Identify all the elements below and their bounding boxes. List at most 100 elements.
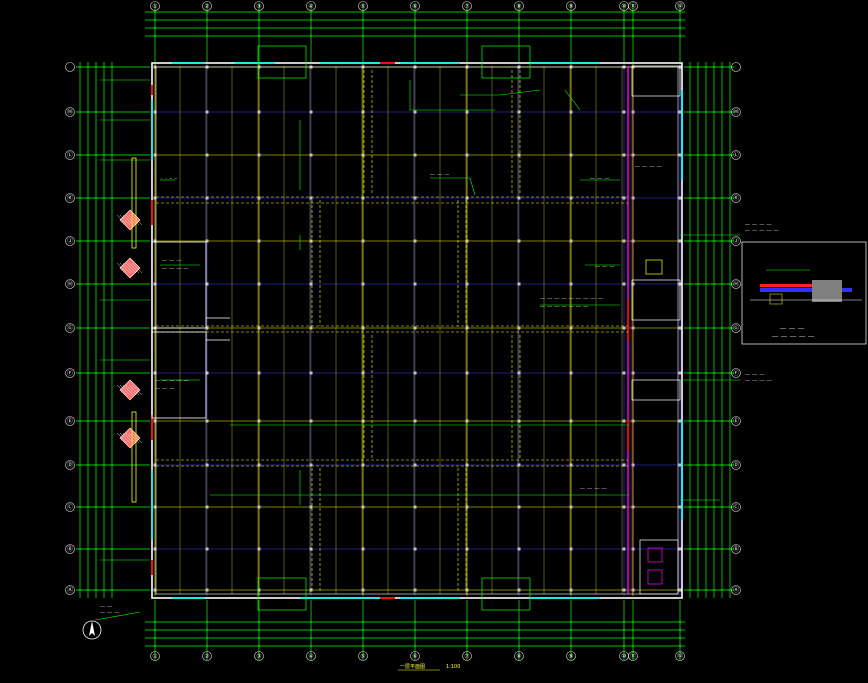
column-marker bbox=[205, 326, 209, 330]
axis-bubble bbox=[202, 651, 212, 661]
axis-bubble bbox=[358, 1, 368, 11]
axis-bubble bbox=[410, 651, 420, 661]
column-marker bbox=[205, 196, 209, 200]
column-marker bbox=[517, 588, 521, 592]
column-marker bbox=[678, 326, 682, 330]
column-marker bbox=[622, 196, 626, 200]
axis-bubble bbox=[514, 651, 524, 661]
column-marker bbox=[678, 505, 682, 509]
drawing-title-block: 一层平面图 1:100 bbox=[398, 664, 460, 671]
column-marker bbox=[257, 463, 261, 467]
axis-bubble bbox=[731, 544, 741, 554]
column-axis-label: ② bbox=[204, 653, 209, 660]
axis-bubble bbox=[731, 107, 741, 117]
column-marker bbox=[257, 153, 261, 157]
column-marker bbox=[465, 282, 469, 286]
svg-text:── ── ── ──: ── ── ── ── bbox=[579, 486, 607, 491]
column-marker bbox=[413, 419, 417, 423]
svg-text:── ── ──: ── ── ── bbox=[154, 386, 175, 391]
axis-bubble bbox=[65, 323, 75, 333]
column-axis-label: ④ bbox=[308, 653, 313, 660]
svg-text:── ── ──: ── ── ── bbox=[429, 172, 450, 177]
doors bbox=[151, 62, 629, 599]
column-axis-label: ③ bbox=[256, 653, 261, 660]
stair-boxes bbox=[257, 45, 531, 611]
column-marker bbox=[569, 282, 573, 286]
column-marker bbox=[257, 505, 261, 509]
column-marker bbox=[517, 326, 521, 330]
column-marker bbox=[309, 196, 313, 200]
column-marker bbox=[153, 196, 157, 200]
column-axis-label: ⑥ bbox=[412, 653, 417, 660]
axis-bubble bbox=[65, 460, 75, 470]
column-axis-label: ⑩ bbox=[621, 3, 626, 10]
column-marker bbox=[631, 196, 635, 200]
svg-text:── ── ──: ── ── ── bbox=[779, 326, 805, 332]
axis-bubble bbox=[462, 1, 472, 11]
column-marker bbox=[413, 239, 417, 243]
hatched-column-icon bbox=[116, 209, 143, 449]
column-marker bbox=[413, 110, 417, 114]
column-axis-label: ① bbox=[152, 653, 157, 660]
column-axis-label: ⑫ bbox=[677, 652, 683, 660]
structural-grid bbox=[153, 64, 682, 596]
column-marker bbox=[631, 153, 635, 157]
column-marker bbox=[153, 239, 157, 243]
column-marker bbox=[465, 547, 469, 551]
column-axis-label: ⑨ bbox=[568, 3, 573, 10]
column-marker bbox=[517, 547, 521, 551]
column-marker bbox=[205, 547, 209, 551]
svg-text:── ── ──: ── ── ── bbox=[99, 610, 120, 615]
column-marker bbox=[622, 371, 626, 375]
axis-bubble bbox=[65, 502, 75, 512]
axis-bubble bbox=[675, 651, 685, 661]
column-marker bbox=[361, 196, 365, 200]
column-marker bbox=[569, 239, 573, 243]
column-marker bbox=[517, 239, 521, 243]
row-axis-label: Ⓖ bbox=[733, 324, 739, 332]
column-marker bbox=[631, 463, 635, 467]
column-marker bbox=[465, 326, 469, 330]
column-marker bbox=[205, 463, 209, 467]
column-marker bbox=[622, 239, 626, 243]
column-marker bbox=[678, 239, 682, 243]
column-marker bbox=[631, 588, 635, 592]
column-marker bbox=[517, 153, 521, 157]
column-marker bbox=[413, 505, 417, 509]
row-axis-label: Ⓙ bbox=[67, 237, 73, 245]
column-marker bbox=[153, 505, 157, 509]
axis-bubble bbox=[65, 544, 75, 554]
axis-bubble bbox=[65, 193, 75, 203]
column-axis-label: ⑫ bbox=[677, 2, 683, 10]
axis-bubble bbox=[65, 368, 75, 378]
row-axis-label: Ⓔ bbox=[733, 417, 739, 425]
column-axis-label: ⑤ bbox=[360, 653, 365, 660]
column-marker bbox=[361, 419, 365, 423]
column-marker bbox=[257, 588, 261, 592]
column-marker bbox=[622, 153, 626, 157]
column-marker bbox=[465, 419, 469, 423]
row-axis-label: Ⓕ bbox=[733, 369, 739, 377]
svg-text:── ── ── ── ──: ── ── ── ── ── bbox=[744, 228, 779, 233]
axis-bubble bbox=[150, 1, 160, 11]
column-axis-label: ⑦ bbox=[464, 3, 469, 10]
column-marker bbox=[678, 547, 682, 551]
row-axis-label: Ⓚ bbox=[67, 194, 73, 202]
column-marker bbox=[631, 110, 635, 114]
axis-bubble bbox=[65, 416, 75, 426]
axis-bubble bbox=[65, 107, 75, 117]
column-marker bbox=[413, 463, 417, 467]
row-axis-label: Ⓕ bbox=[67, 369, 73, 377]
column-marker bbox=[465, 239, 469, 243]
axis-bubble bbox=[65, 236, 75, 246]
column-marker bbox=[631, 505, 635, 509]
column-marker bbox=[622, 282, 626, 286]
column-marker bbox=[153, 419, 157, 423]
column-marker bbox=[257, 110, 261, 114]
row-axis-label: Ⓐ bbox=[67, 586, 73, 594]
row-axis-label: Ⓙ bbox=[733, 237, 739, 245]
column-marker bbox=[517, 282, 521, 286]
column-marker bbox=[622, 326, 626, 330]
svg-text:· · ─ ─: · · ─ ─ bbox=[160, 176, 177, 181]
